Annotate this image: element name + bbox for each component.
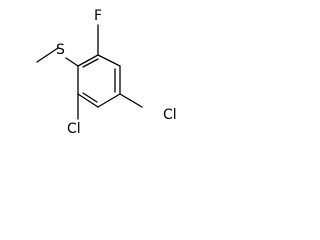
chemical-structure: F S Cl Cl (36, 8, 177, 137)
ring-bond-c2-c3 (97, 54, 121, 67)
ring-bond-c5-c6 (77, 93, 99, 108)
bond-to-chlorine-right (119, 93, 143, 108)
atom-label-fluorine: F (94, 8, 102, 24)
atom-label-chlorine-left: Cl (67, 121, 81, 137)
bond-sulfur-methyl (36, 47, 59, 63)
atom-label-sulfur: S (56, 42, 65, 58)
bond-to-sulfur (65, 57, 79, 67)
atom-label-chlorine-right: Cl (163, 107, 177, 123)
double-bond-inner-c1-c2 (82, 58, 99, 68)
ring-bond-c1-c2 (77, 54, 99, 67)
double-bond-inner-c5-c6 (82, 92, 98, 103)
ring-bond-c4-c5 (97, 93, 121, 108)
